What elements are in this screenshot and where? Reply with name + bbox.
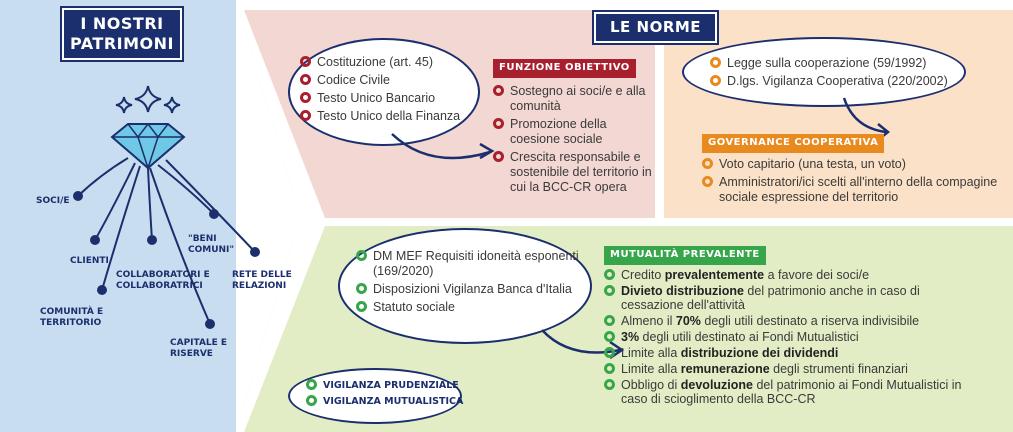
bullet-icon — [604, 269, 615, 280]
list-item: Credito prevalentemente a favore dei soc… — [604, 268, 1004, 282]
bullet-icon — [356, 250, 367, 261]
list-item: D.lgs. Vigilanza Cooperativa (220/2002) — [710, 74, 960, 89]
bullet-icon — [702, 176, 713, 187]
sparkle-icon — [115, 85, 181, 114]
branch-label-comunita: COMUNITÀ E TERRITORIO — [40, 307, 104, 328]
branch-label-clienti: CLIENTI — [70, 256, 109, 266]
branch-label-soci: SOCI/E — [36, 196, 70, 206]
bullet-icon — [306, 379, 317, 390]
funzione-obiettivo-list: Sostegno ai soci/e e alla comunità Promo… — [493, 84, 653, 198]
list-item: VIGILANZA MUTUALISTICA — [306, 394, 466, 409]
list-item: Sostegno ai soci/e e alla comunità — [493, 84, 653, 114]
green-laws-list: DM MEF Requisiti idoneità esponenti (169… — [356, 249, 581, 318]
governance-cooperativa-badge: GOVERNANCE COOPERATIVA — [702, 134, 885, 153]
mutualita-list: Credito prevalentemente a favore dei soc… — [604, 268, 1004, 409]
list-item: Limite alla distribuzione dei dividendi — [604, 346, 1004, 360]
list-item: Amministratori/ici scelti all'interno de… — [702, 175, 1002, 205]
list-item: Disposizioni Vigilanza Banca d'Italia — [356, 282, 581, 297]
vigilanza-bubble — [288, 368, 462, 424]
list-item: 3% degli utili destinato ai Fondi Mutual… — [604, 330, 1004, 344]
diamond-tree — [73, 85, 260, 329]
list-item: Promozione della coesione sociale — [493, 117, 653, 147]
green-laws-bubble — [338, 228, 592, 344]
bullet-icon — [604, 331, 615, 342]
list-item: Codice Civile — [300, 73, 470, 88]
bullet-icon — [710, 57, 721, 68]
bullet-icon — [604, 315, 615, 326]
bullet-icon — [300, 74, 311, 85]
list-item: VIGILANZA PRUDENZIALE — [306, 378, 466, 393]
patrimoni-title-line2: PATRIMONI — [70, 34, 174, 53]
vigilanza-list: VIGILANZA PRUDENZIALE VIGILANZA MUTUALIS… — [306, 378, 466, 412]
norme-title: LE NORME — [591, 10, 720, 45]
pink-laws-bubble — [288, 38, 480, 146]
list-item: Testo Unico Bancario — [300, 91, 470, 106]
bullet-icon — [604, 347, 615, 358]
list-item: Voto capitario (una testa, un voto) — [702, 157, 1002, 172]
mutualita-prevalente-badge: MUTUALITÀ PREVALENTE — [604, 246, 766, 265]
branch-lines — [77, 157, 256, 325]
branch-label-collaboratori: COLLABORATORI E COLLABORATRICI — [116, 270, 210, 291]
bullet-icon — [493, 118, 504, 129]
bullet-icon — [702, 158, 713, 169]
bullet-icon — [604, 363, 615, 374]
bullet-icon — [306, 395, 317, 406]
branch-nodes — [73, 191, 260, 329]
bullet-icon — [356, 301, 367, 312]
bullet-icon — [300, 92, 311, 103]
patrimoni-title: I NOSTRI PATRIMONI — [60, 6, 184, 62]
bullet-icon — [300, 110, 311, 121]
list-item: DM MEF Requisiti idoneità esponenti (169… — [356, 249, 581, 279]
arrow-icon — [391, 133, 495, 160]
bullet-icon — [604, 285, 615, 296]
branch-label-capitale: CAPITALE E RISERVE — [170, 338, 228, 359]
bullet-icon — [604, 379, 615, 390]
list-item: Testo Unico della Finanza — [300, 109, 470, 124]
funzione-obiettivo-badge: FUNZIONE OBIETTIVO — [493, 59, 636, 78]
list-item: Costituzione (art. 45) — [300, 55, 470, 70]
list-item: Divieto distribuzione del patrimonio anc… — [604, 284, 941, 312]
branch-label-rete: RETE DELLE RELAZIONI — [232, 270, 292, 291]
list-item: Statuto sociale — [356, 300, 581, 315]
peach-laws-bubble — [682, 37, 966, 107]
bullet-icon — [710, 75, 721, 86]
list-item: Crescita responsabile e sostenibile del … — [493, 150, 653, 195]
branch-label-beni-comuni: "BENI COMUNI" — [188, 234, 235, 255]
bullet-icon — [300, 56, 311, 67]
peach-laws-list: Legge sulla cooperazione (59/1992) D.lgs… — [710, 56, 960, 92]
bullet-icon — [493, 151, 504, 162]
bullet-icon — [356, 283, 367, 294]
list-item: Legge sulla cooperazione (59/1992) — [710, 56, 960, 71]
bullet-icon — [493, 85, 504, 96]
list-item: Almeno il 70% degli utili destinato a ri… — [604, 314, 1004, 328]
governance-list: Voto capitario (una testa, un voto) Ammi… — [702, 157, 1002, 208]
list-item: Limite alla remunerazione degli strument… — [604, 362, 1004, 376]
patrimoni-title-line1: I NOSTRI — [80, 14, 164, 33]
pink-laws-list: Costituzione (art. 45) Codice Civile Tes… — [300, 55, 470, 127]
list-item: Obbligo di devoluzione del patrimonio ai… — [604, 378, 991, 406]
